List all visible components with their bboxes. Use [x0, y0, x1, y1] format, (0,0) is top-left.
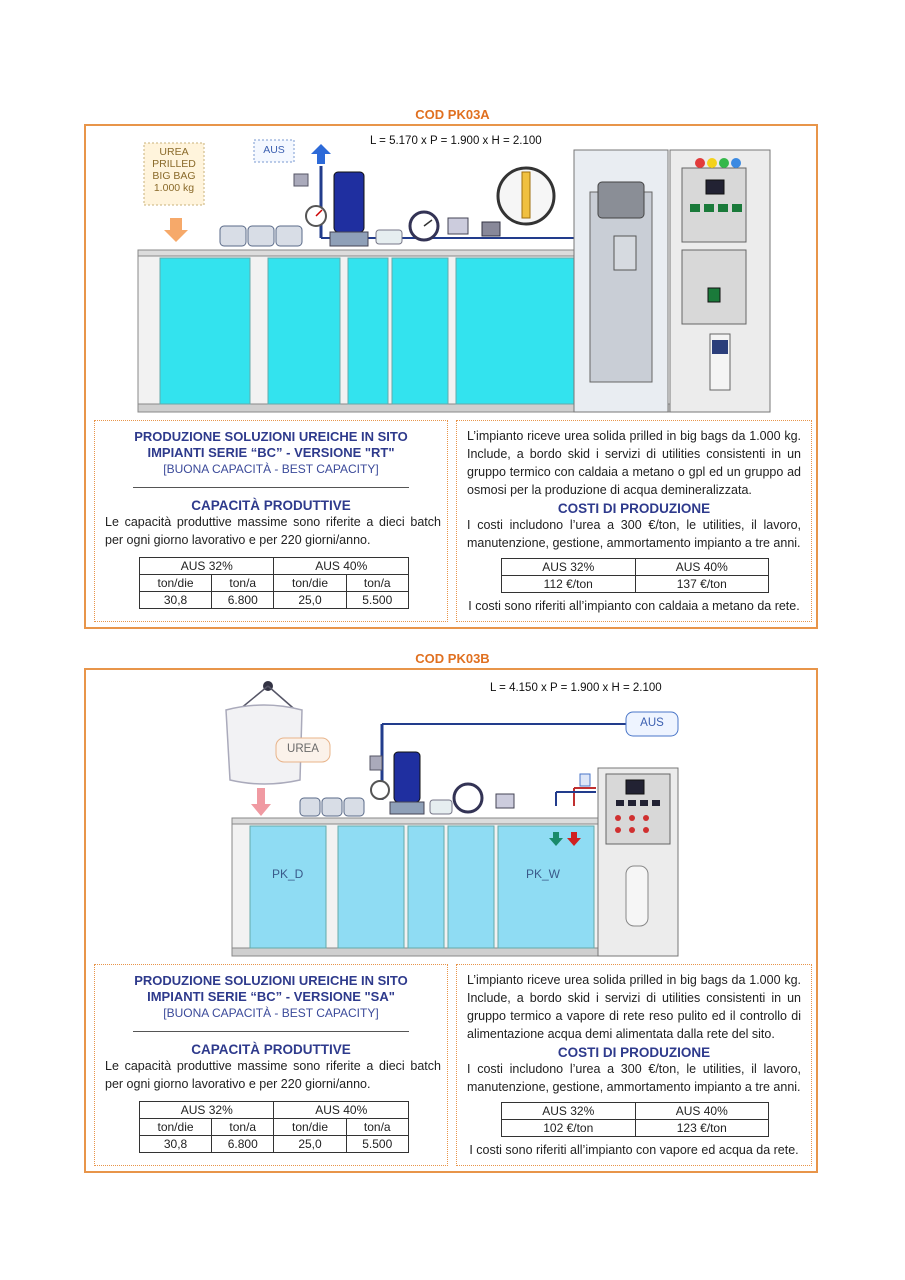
costs-heading: COSTI DI PRODUZIONE: [557, 1045, 711, 1060]
table-cell: 6.800: [211, 1135, 275, 1153]
costs-note: I costi sono riferiti all’impianto con v…: [469, 1143, 799, 1157]
capacity-heading: CAPACITÀ PRODUTTIVE: [191, 498, 351, 513]
red-arrow-icon: [567, 832, 581, 846]
table-column-header: AUS 32%: [501, 558, 636, 576]
table-group-header: AUS 32%: [138, 1101, 275, 1119]
tank-2: [267, 257, 341, 405]
table-cell: 123 €/ton: [634, 1119, 769, 1137]
costs-table: AUS 32% AUS 40% 102 €/ton 123 €/ton: [501, 1102, 769, 1137]
plant-description: L’impianto riceve urea solida prilled in…: [467, 973, 801, 1041]
table-column-header: ton/die: [273, 1118, 347, 1136]
tank-5: [455, 257, 575, 405]
dimensions-label: L = 4.150 x P = 1.900 x H = 2.100: [490, 682, 662, 694]
title-line-1: PRODUZIONE SOLUZIONI UREICHE IN SITO: [134, 429, 408, 444]
table-cell: 5.500: [345, 1135, 410, 1153]
table-cell: 6.800: [211, 591, 275, 609]
section-b-panel: L = 4.150 x P = 1.900 x H = 2.100 UREA A…: [84, 668, 818, 1173]
capacity-table: AUS 32% AUS 40% ton/die ton/a ton/die to…: [138, 557, 410, 609]
tank-pk-d: [249, 825, 327, 949]
urea-label: UREA PRILLED BIG BAG 1.000 kg: [152, 146, 196, 194]
orange-arrow-icon: [164, 218, 188, 242]
tank-3: [347, 257, 389, 405]
table-column-header: AUS 40%: [634, 558, 769, 576]
costs-text: I costi includono l’urea a 300 €/ton, le…: [467, 518, 801, 550]
tank-pk-w-label: PK_W: [526, 867, 561, 881]
tank-4: [447, 825, 495, 949]
table-column-header: ton/a: [345, 1118, 410, 1136]
plant-description: L’impianto riceve urea solida prilled in…: [467, 429, 801, 497]
table-column-header: AUS 40%: [634, 1102, 769, 1120]
production-info-box: PRODUZIONE SOLUZIONI UREICHE IN SITO IMP…: [94, 964, 448, 1166]
tank-pk-d-label: PK_D: [272, 867, 304, 881]
table-cell: 102 €/ton: [501, 1119, 636, 1137]
table-cell: 112 €/ton: [501, 575, 636, 593]
capacity-table: AUS 32% AUS 40% ton/die ton/a ton/die to…: [138, 1101, 410, 1153]
table-column-header: ton/die: [138, 574, 213, 592]
table-cell: 25,0: [273, 591, 347, 609]
plant-diagram-b: [225, 681, 679, 957]
filter-icon: [625, 865, 649, 927]
divider: [133, 1031, 409, 1032]
description-info-box: L’impianto riceve urea solida prilled in…: [456, 420, 812, 622]
aus-label: AUS: [263, 144, 285, 156]
table-cell: 137 €/ton: [634, 575, 769, 593]
tank-3: [407, 825, 445, 949]
pressure-gauge-icon: [370, 780, 390, 800]
table-column-header: AUS 32%: [501, 1102, 636, 1120]
boiler-cabinet: [589, 191, 653, 383]
urea-bag-box: [143, 142, 205, 206]
control-panel-lower: [681, 249, 747, 325]
table-column-header: ton/a: [345, 574, 410, 592]
pump-icon: [393, 751, 421, 803]
section-b-code: COD PK03B: [415, 651, 490, 666]
costs-heading: COSTI DI PRODUZIONE: [557, 501, 711, 516]
tank-pk-w: [497, 825, 595, 949]
subtitle: [BUONA CAPACITÀ - BEST CAPACITY]: [163, 462, 379, 476]
capacity-heading: CAPACITÀ PRODUTTIVE: [191, 1042, 351, 1057]
manometer-icon: [452, 782, 484, 814]
aus-label: AUS: [640, 717, 664, 729]
table-cell: 25,0: [273, 1135, 347, 1153]
subtitle: [BUONA CAPACITÀ - BEST CAPACITY]: [163, 1006, 379, 1020]
urea-label: UREA: [287, 743, 319, 755]
table-group-header: AUS 32%: [138, 557, 275, 575]
table-column-header: ton/a: [211, 1118, 275, 1136]
table-column-header: ton/die: [273, 574, 347, 592]
table-group-header: AUS 40%: [273, 557, 409, 575]
title-line-1: PRODUZIONE SOLUZIONI UREICHE IN SITO: [134, 973, 408, 988]
description-info-box: L’impianto riceve urea solida prilled in…: [456, 964, 812, 1166]
blue-arrow-icon: [311, 144, 331, 164]
costs-note: I costi sono riferiti all’impianto con c…: [468, 599, 800, 613]
title-line-2: IMPIANTI SERIE “BC” - VERSIONE "SA": [147, 989, 395, 1004]
plant-diagram-a: [137, 139, 771, 413]
table-column-header: ton/a: [211, 574, 275, 592]
section-a-panel: L = 5.170 x P = 1.900 x H = 2.100 UREA P…: [84, 124, 818, 629]
costs-table: AUS 32% AUS 40% 112 €/ton 137 €/ton: [501, 558, 769, 593]
green-arrow-icon: [549, 832, 563, 846]
table-cell: 5.500: [345, 591, 410, 609]
table-column-header: ton/die: [138, 1118, 213, 1136]
tank-1: [159, 257, 251, 405]
section-a-code: COD PK03A: [415, 107, 490, 122]
tank-4: [391, 257, 449, 405]
table-cell: 30,8: [138, 1135, 213, 1153]
pink-arrow-icon: [251, 788, 271, 816]
production-info-box: PRODUZIONE SOLUZIONI UREICHE IN SITO IMP…: [94, 420, 448, 622]
title-line-2: IMPIANTI SERIE “BC” - VERSIONE "RT": [147, 445, 395, 460]
big-bag-icon: [225, 704, 303, 785]
tank-2: [337, 825, 405, 949]
table-cell: 30,8: [138, 591, 213, 609]
dimensions-label: L = 5.170 x P = 1.900 x H = 2.100: [370, 135, 542, 147]
capacity-text: Le capacità produttive massime sono rife…: [105, 1059, 441, 1091]
pump-icon: [333, 171, 365, 233]
table-group-header: AUS 40%: [273, 1101, 409, 1119]
divider: [133, 487, 409, 488]
costs-text: I costi includono l’urea a 300 €/ton, le…: [467, 1062, 801, 1094]
capacity-text: Le capacità produttive massime sono rife…: [105, 515, 441, 547]
